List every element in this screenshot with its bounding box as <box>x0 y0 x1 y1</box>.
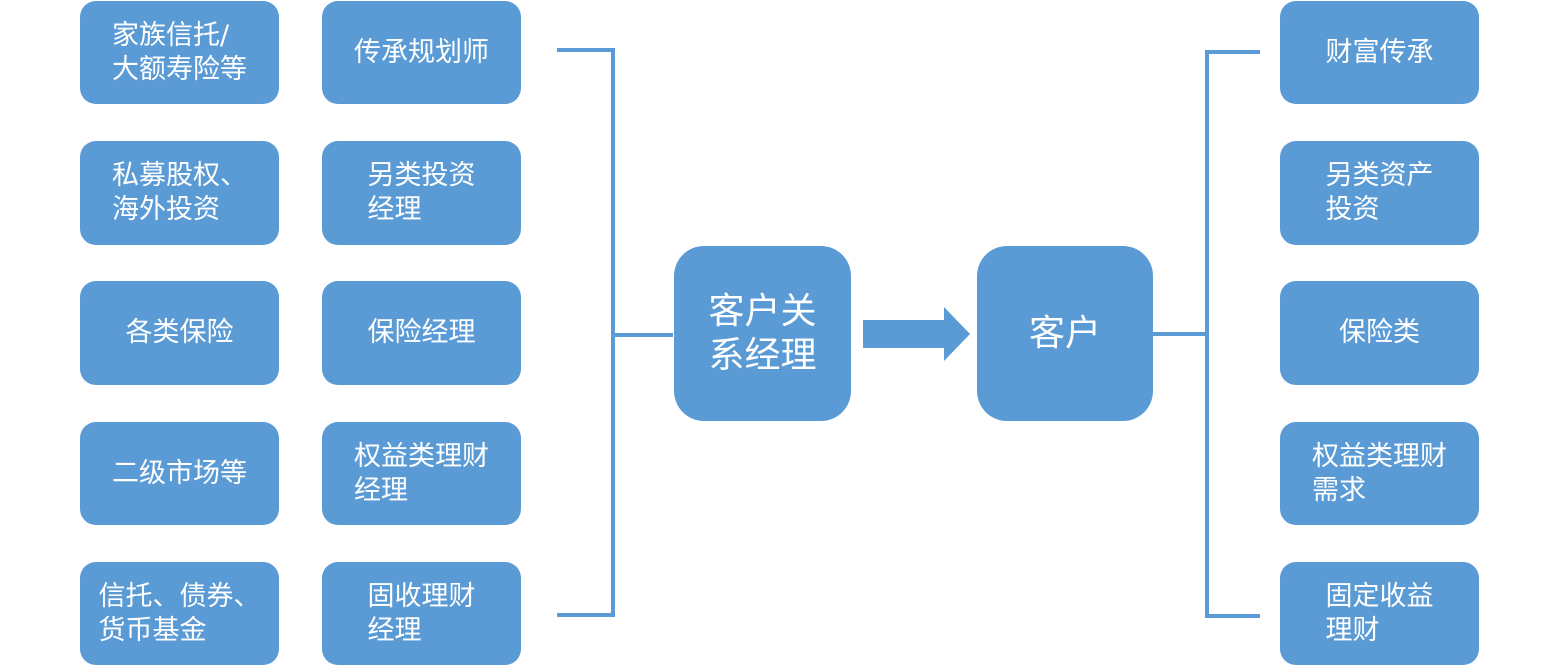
need-box-alternative-assets: 另类资产 投资 <box>1280 141 1479 245</box>
relationship-manager-box: 客户关 系经理 <box>674 246 851 421</box>
product-label: 私募股权、 海外投资 <box>112 160 247 225</box>
product-label: 二级市场等 <box>112 457 247 489</box>
manager-box-alternative-investment: 另类投资 经理 <box>322 141 521 245</box>
manager-label: 传承规划师 <box>354 36 489 68</box>
need-box-fixed-income: 固定收益 理财 <box>1280 562 1479 665</box>
need-label: 保险类 <box>1339 317 1420 348</box>
product-box-insurance: 各类保险 <box>80 281 279 385</box>
need-box-wealth-succession: 财富传承 <box>1280 1 1479 104</box>
manager-box-insurance: 保险经理 <box>322 281 521 385</box>
need-label: 权益类理财 需求 <box>1312 440 1447 506</box>
need-box-insurance: 保险类 <box>1280 281 1479 385</box>
client-label: 客户 <box>1028 312 1101 354</box>
manager-label: 保险经理 <box>367 317 476 348</box>
manager-box-fixed-income: 固收理财 经理 <box>322 562 521 665</box>
client-box: 客户 <box>977 246 1153 421</box>
product-box-private-equity: 私募股权、 海外投资 <box>80 141 279 245</box>
product-box-secondary-market: 二级市场等 <box>80 422 279 525</box>
need-box-equity-wealth: 权益类理财 需求 <box>1280 422 1479 525</box>
need-label: 另类资产 投资 <box>1325 160 1434 225</box>
product-box-trust-bonds: 信托、债券、 货币基金 <box>80 562 279 665</box>
product-label: 信托、债券、 货币基金 <box>98 580 261 646</box>
left-bracket <box>557 48 673 617</box>
need-label: 财富传承 <box>1325 36 1434 68</box>
right-bracket <box>1153 50 1260 618</box>
product-box-family-trust: 家族信托/ 大额寿险等 <box>80 1 279 104</box>
manager-label: 权益类理财 经理 <box>354 440 489 506</box>
relationship-manager-label: 客户关 系经理 <box>708 290 817 376</box>
manager-box-succession-planner: 传承规划师 <box>322 1 521 104</box>
flow-arrow <box>863 307 970 361</box>
product-label: 家族信托/ 大额寿险等 <box>112 19 247 85</box>
product-label: 各类保险 <box>125 317 234 348</box>
manager-label: 另类投资 经理 <box>367 160 476 225</box>
manager-label: 固收理财 经理 <box>367 580 476 646</box>
manager-box-equity-wealth: 权益类理财 经理 <box>322 422 521 525</box>
need-label: 固定收益 理财 <box>1325 580 1434 646</box>
